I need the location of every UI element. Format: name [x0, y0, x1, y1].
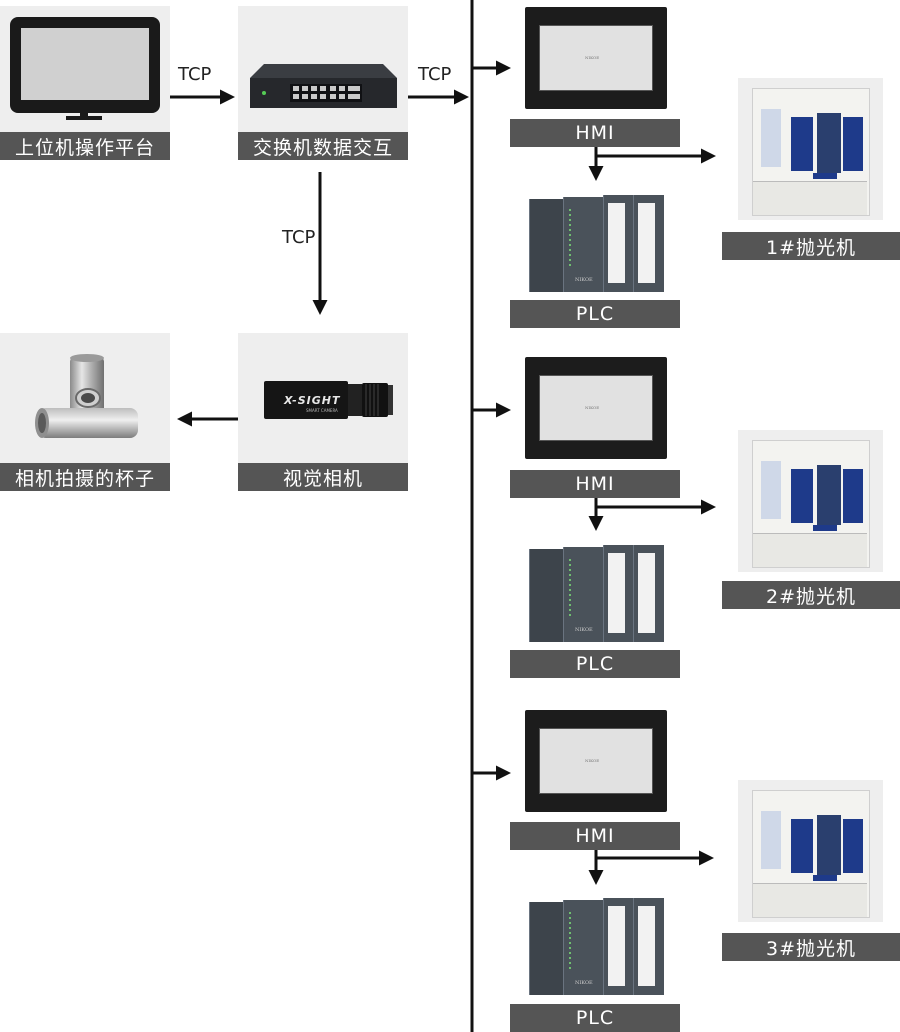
monitor-base — [66, 116, 102, 120]
hmi-panel-2: NIKOE — [525, 357, 667, 459]
plc-unit-1: NIKOE — [529, 193, 664, 292]
polisher-icon-2 — [752, 440, 870, 568]
polisher-icon-1 — [752, 88, 870, 216]
camera-brand: X-SIGHT — [284, 394, 341, 407]
hmi-logo-2: NIKOE — [585, 405, 600, 410]
plc-label-3: PLC — [510, 1004, 680, 1032]
plc-label-2: PLC — [510, 650, 680, 678]
cup-label: 相机拍摄的杯子 — [0, 463, 170, 491]
machine-label-3: 3#抛光机 — [722, 933, 900, 961]
hmi-label-1: HMI — [510, 119, 680, 147]
plc-logo-3: NIKOE — [575, 980, 593, 986]
camera-brand-sub: SMART CAMERA — [306, 408, 338, 413]
switch-icon — [250, 64, 397, 108]
plc-unit-3: NIKOE — [529, 896, 664, 995]
plc-logo-2: NIKOE — [575, 627, 593, 633]
monitor-stand — [80, 111, 88, 117]
plc-logo-1: NIKOE — [575, 277, 593, 283]
plc-unit-2: NIKOE — [529, 543, 664, 642]
hmi-label-2: HMI — [510, 470, 680, 498]
polisher-icon-3 — [752, 790, 870, 918]
tcp-label-host-switch: TCP — [178, 64, 212, 85]
cup-icon — [28, 350, 148, 450]
camera-label: 视觉相机 — [238, 463, 408, 491]
hmi-logo-1: NIKOE — [585, 55, 600, 60]
switch-label: 交换机数据交互 — [238, 132, 408, 160]
hmi-logo-3: NIKOE — [585, 758, 600, 763]
tcp-label-switch-bus: TCP — [418, 64, 452, 85]
tcp-label-switch-camera: TCP — [282, 227, 316, 248]
machine-label-1: 1#抛光机 — [722, 232, 900, 260]
plc-label-1: PLC — [510, 300, 680, 328]
hmi-label-3: HMI — [510, 822, 680, 850]
camera-icon — [264, 378, 394, 422]
machine-label-2: 2#抛光机 — [722, 581, 900, 609]
monitor-icon — [10, 17, 160, 113]
hmi-panel-3: NIKOE — [525, 710, 667, 812]
host-label: 上位机操作平台 — [0, 132, 170, 160]
hmi-panel-1: NIKOE — [525, 7, 667, 109]
